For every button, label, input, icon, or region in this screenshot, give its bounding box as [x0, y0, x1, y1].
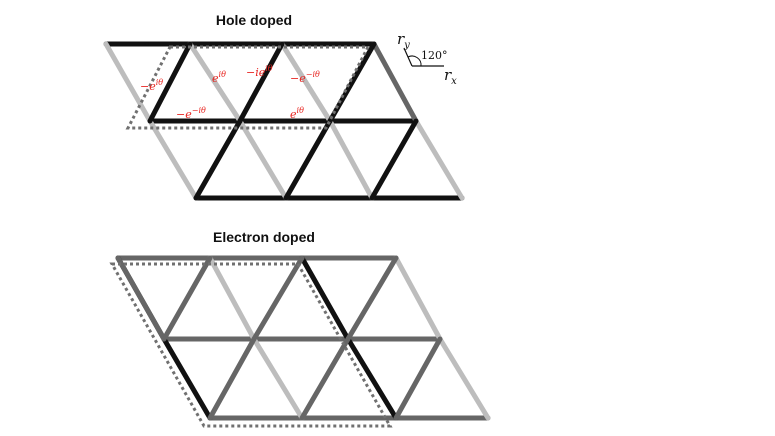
electron-bond: [393, 255, 443, 342]
phase-label: eiθ: [212, 70, 226, 85]
phase-labels: −eiθ eiθ −ieiθ −e−iθ −e−iθ eiθ: [140, 64, 320, 121]
electron-bond: [115, 255, 167, 342]
angle-label: 120°: [421, 49, 448, 62]
electron-bond: [437, 336, 491, 421]
hole-doped-lattice: [103, 41, 465, 201]
hole-bond: [147, 118, 199, 201]
phase-label: −e−iθ: [290, 70, 320, 85]
electron-bond: [251, 255, 305, 342]
electron-bond: [299, 336, 351, 421]
hole-bond: [413, 118, 465, 201]
electron-doped-lattice: [115, 255, 491, 421]
electron-bond: [207, 255, 257, 342]
hole-bond: [283, 118, 333, 201]
electron-bond: [299, 255, 351, 342]
hole-bond: [327, 118, 375, 201]
hole-bond: [237, 41, 285, 124]
electron-bond: [251, 336, 305, 421]
phase-label: −ieiθ: [246, 64, 273, 79]
electron-bond: [207, 336, 257, 421]
hole-bond: [193, 118, 243, 201]
hole-doped-title: Hole doped: [216, 12, 292, 28]
hole-unit-cell: [125, 45, 371, 130]
phase-label: eiθ: [290, 106, 304, 121]
phase-label: −e−iθ: [176, 106, 206, 121]
electron-unit-cell: [109, 262, 393, 428]
electron-bond: [345, 336, 399, 421]
hole-bond: [371, 41, 419, 124]
hole-bond: [369, 118, 419, 201]
electron-bond: [345, 255, 399, 342]
electron-bond: [393, 336, 443, 421]
electron-bond: [161, 336, 213, 421]
rx-label: rx: [444, 66, 457, 87]
electron-bond: [161, 255, 213, 342]
ry-label: ry: [397, 30, 410, 51]
electron-doped-title: Electron doped: [213, 229, 315, 245]
hole-bond: [327, 41, 377, 124]
axes-indicator: rx ry 120°: [397, 30, 457, 87]
hole-bond: [237, 118, 289, 201]
phase-label: −eiθ: [140, 78, 163, 93]
